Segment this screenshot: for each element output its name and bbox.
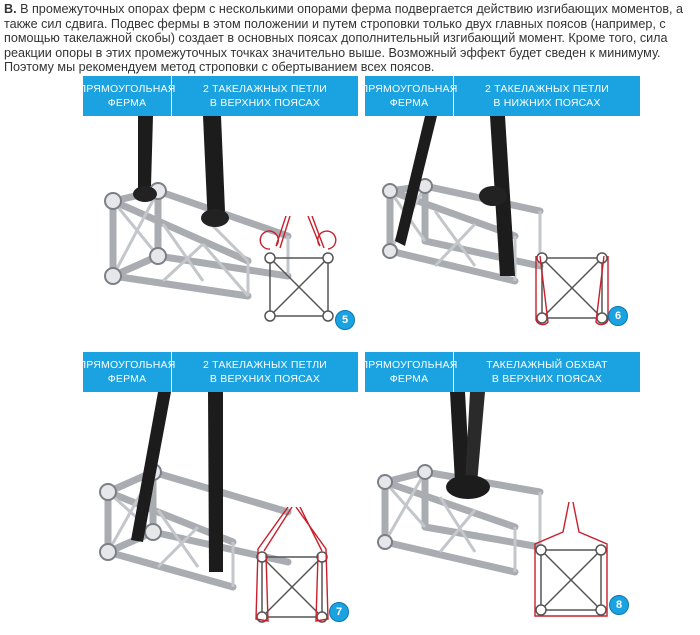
figure-number-badge: 7 [329, 602, 349, 622]
panel-4: ПРЯМОУГОЛЬНАЯ ФЕРМА ТАКЕЛАЖНЫЙ ОБХВАТ В … [361, 352, 695, 630]
header-rigging-method: ТАКЕЛАЖНЫЙ ОБХВАТ В ВЕРХНИХ ПОЯСАХ [486, 359, 608, 385]
figure-number-badge: 8 [609, 595, 629, 615]
header-truss-type: ПРЯМОУГОЛЬНАЯ ФЕРМА [79, 352, 175, 392]
panel-3: ПРЯМОУГОЛЬНАЯ ФЕРМА 2 ТАКЕЛАЖНЫХ ПЕТЛИ В… [79, 352, 413, 630]
truss-photo [382, 116, 544, 285]
intro-lead: B. [4, 2, 17, 16]
sling-diagram [255, 507, 329, 623]
header-truss-type: ПРЯМОУГОЛЬНАЯ ФЕРМА [361, 76, 457, 116]
panel-header: ПРЯМОУГОЛЬНАЯ ФЕРМА 2 ТАКЕЛАЖНЫХ ПЕТЛИ В… [361, 76, 640, 116]
intro-text: В промежуточных опорах ферм с нескольким… [4, 2, 684, 75]
header-truss-type: ПРЯМОУГОЛЬНАЯ ФЕРМА [79, 76, 175, 116]
header-rigging-method: 2 ТАКЕЛАЖНЫХ ПЕТЛИ В НИЖНИХ ПОЯСАХ [484, 83, 610, 109]
truss-photo [104, 116, 292, 300]
intro-paragraph: B. В промежуточных опорах ферм с несколь… [4, 2, 694, 75]
header-rigging-method: 2 ТАКЕЛАЖНЫХ ПЕТЛИ В ВЕРХНИХ ПОЯСАХ [202, 359, 328, 385]
panel-header: ПРЯМОУГОЛЬНАЯ ФЕРМА 2 ТАКЕЛАЖНЫХ ПЕТЛИ В… [79, 76, 358, 116]
sling-diagram [259, 216, 337, 322]
panel-1: ПРЯМОУГОЛЬНАЯ ФЕРМА 2 ТАКЕЛАЖНЫХ ПЕТЛИ В… [79, 76, 413, 354]
panel-header: ПРЯМОУГОЛЬНАЯ ФЕРМА 2 ТАКЕЛАЖНЫХ ПЕТЛИ В… [79, 352, 358, 392]
truss-photo [99, 392, 292, 591]
figure-number-badge: 6 [608, 306, 628, 326]
truss-photo [377, 392, 544, 576]
panel-2: ПРЯМОУГОЛЬНАЯ ФЕРМА 2 ТАКЕЛАЖНЫХ ПЕТЛИ В… [361, 76, 695, 354]
sling-diagram [535, 252, 609, 326]
header-truss-type: ПРЯМОУГОЛЬНАЯ ФЕРМА [361, 352, 457, 392]
figure-number-badge: 5 [335, 310, 355, 330]
panel-header: ПРЯМОУГОЛЬНАЯ ФЕРМА ТАКЕЛАЖНЫЙ ОБХВАТ В … [361, 352, 640, 392]
header-rigging-method: 2 ТАКЕЛАЖНЫХ ПЕТЛИ В ВЕРХНИХ ПОЯСАХ [202, 83, 328, 109]
sling-diagram [534, 502, 608, 617]
